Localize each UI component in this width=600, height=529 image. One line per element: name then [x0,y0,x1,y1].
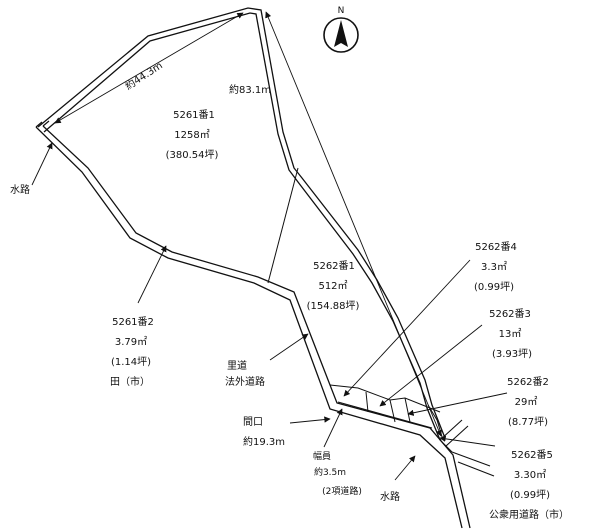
parcel-5261-2-tsubo: (1.14坪) [111,355,151,368]
frontage-label: 間口 [243,416,263,428]
parcel-5261-1-tsubo: (380.54坪) [166,148,219,161]
parcel-5262-2-tsubo: (8.77坪) [508,415,548,428]
north-arrow-icon [334,20,348,47]
parcel-5262-5-number: 5262番5 [511,449,553,461]
parcel-5262-4-number: 5262番4 [475,241,517,253]
road-width-value: 約3.5m [314,466,346,478]
leader-lines [31,142,508,481]
parcel-5262-1-tsubo: (154.88坪) [307,299,360,312]
waterway-left-label: 水路 [10,183,30,196]
dim-right-label: 約83.1m [229,83,271,96]
parcel-5261-1-number: 5261番1 [173,109,215,121]
public-road-label: 公衆用道路（市） [489,508,569,521]
parcel-5262-3-number: 5262番3 [489,308,531,320]
parcel-5262-3-area: 13㎡ [499,328,522,340]
village-road-label-2: 法外道路 [225,375,265,388]
frontage-value: 約19.3m [243,435,285,448]
parcel-5262-3-tsubo: (3.93坪) [492,347,532,360]
parcel-5261-2-type: 田（市） [110,375,150,388]
parcel-5261-1-area: 1258㎡ [174,129,209,141]
parcel-5262-4-tsubo: (0.99坪) [474,280,514,293]
dim-83-arrow [265,11,442,437]
parcel-5261-2-area: 3.79㎡ [115,336,147,348]
waterway-bottom-label: 水路 [380,490,400,503]
parcel-5262-5-tsubo: (0.99坪) [510,488,550,501]
village-road-label-1: 里道 [227,359,247,372]
dimension-arrows [54,11,442,437]
parcel-5262-2-area: 29㎡ [515,396,538,408]
parcel-5262-1-area: 512㎡ [318,280,347,292]
road-width-label: 幅員 [313,450,331,462]
parcel-5262-4-area: 3.3㎡ [481,261,507,273]
compass: N [323,6,359,53]
parcel-5261-2-number: 5261番2 [112,316,154,328]
parcel-5262-5-area: 3.30㎡ [514,469,546,481]
compass-north-label: N [338,6,345,16]
parcel-5262-1-number: 5262番1 [313,260,355,272]
road-width-note: (2項道路) [322,485,362,497]
dim-top-left-label: 約44.3m [123,59,165,93]
parcel-5262-2-number: 5262番2 [507,376,549,388]
dim-44-arrow [54,12,244,124]
public-road-lines [439,419,495,477]
